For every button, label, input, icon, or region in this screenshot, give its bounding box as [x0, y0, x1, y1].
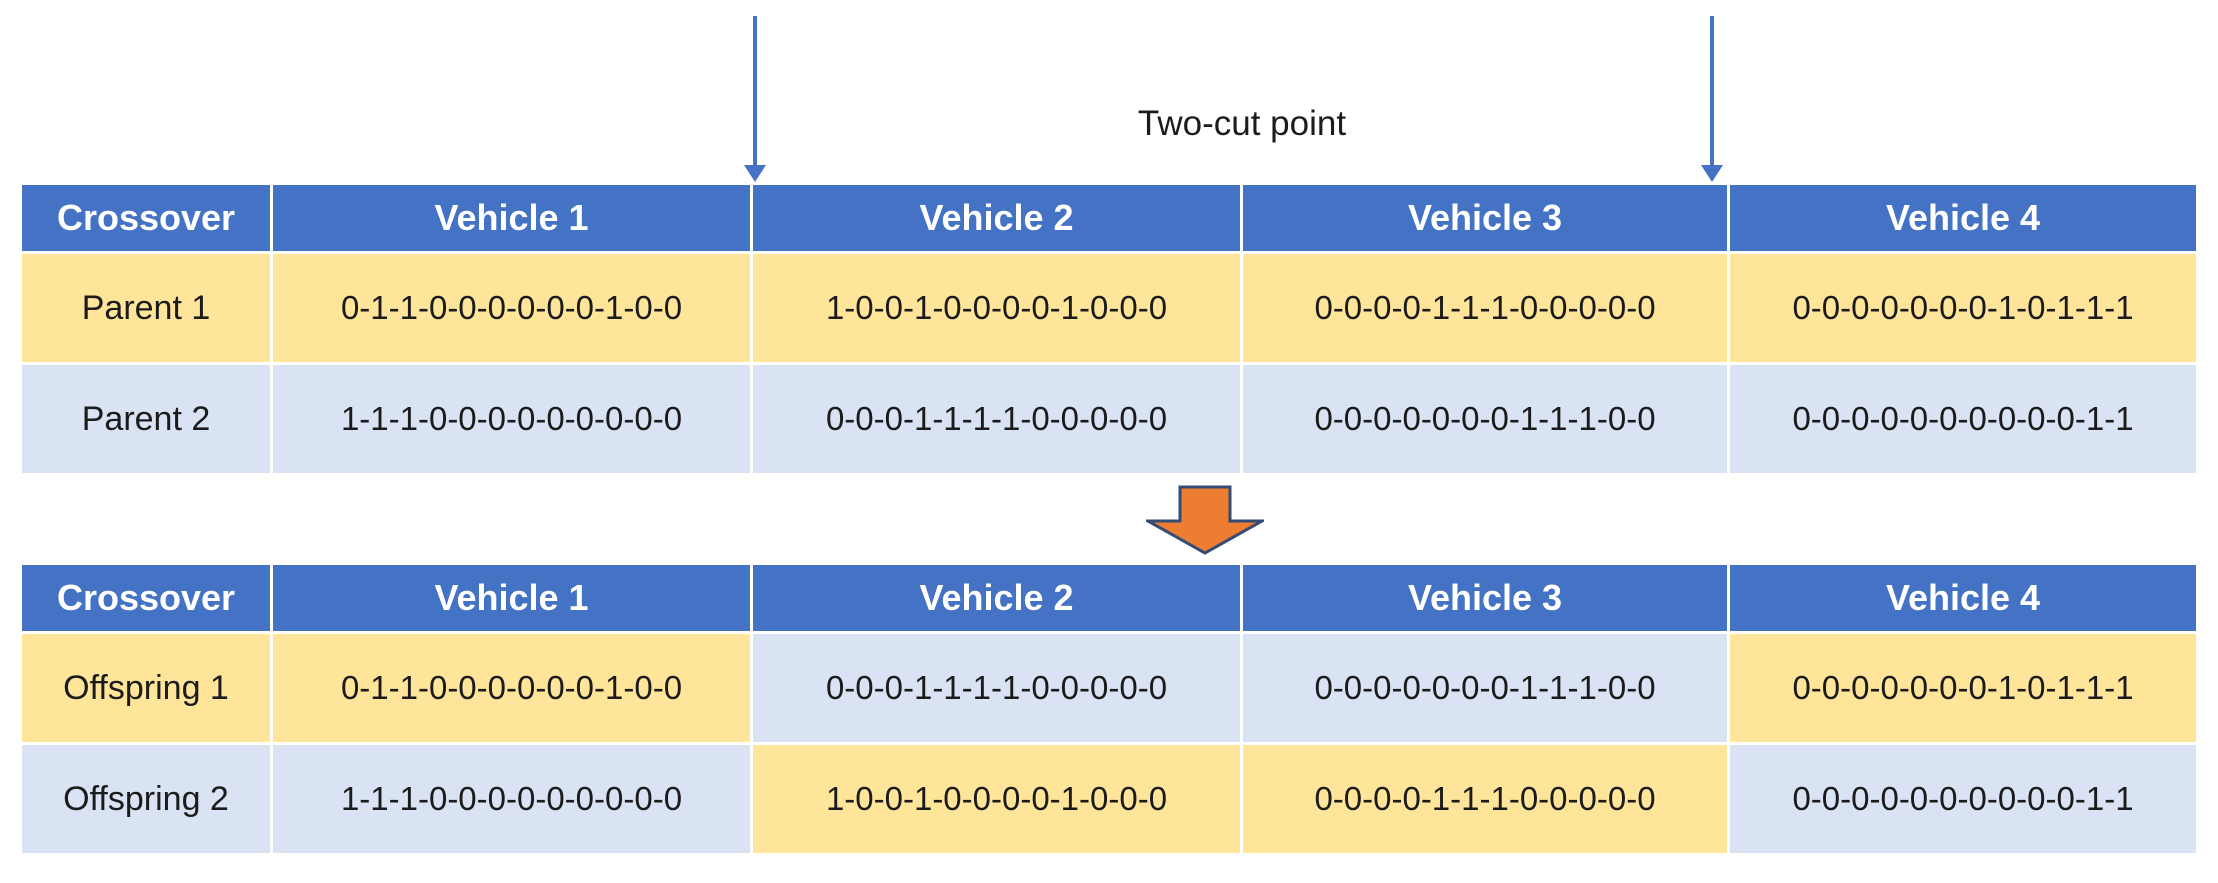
offspring-1-vehicle-4-cell: 0-0-0-0-0-0-0-1-0-1-1-1	[1730, 634, 2196, 742]
cut-point-arrow-right-head	[1701, 165, 1723, 182]
offspring-1-vehicle-3-cell: 0-0-0-0-0-0-0-1-1-1-0-0	[1243, 634, 1727, 742]
cut-point-arrow-right-line	[1710, 16, 1714, 166]
offspring-2-vehicle-1-cell: 1-1-1-0-0-0-0-0-0-0-0-0	[273, 745, 750, 853]
offspring-2-label-cell: Offspring 2	[22, 745, 270, 853]
offspring-1-vehicle-1-cell: 0-1-1-0-0-0-0-0-0-1-0-0	[273, 634, 750, 742]
parents-header-crossover: Crossover	[22, 185, 270, 251]
parents-header-vehicle-4: Vehicle 4	[1730, 185, 2196, 251]
offspring-header-vehicle-2: Vehicle 2	[753, 565, 1240, 631]
parents-header-vehicle-2: Vehicle 2	[753, 185, 1240, 251]
offspring-2-vehicle-2-cell: 1-0-0-1-0-0-0-0-1-0-0-0	[753, 745, 1240, 853]
offspring-2-vehicle-4-cell: 0-0-0-0-0-0-0-0-0-0-1-1	[1730, 745, 2196, 853]
parents-table: Crossover Vehicle 1 Vehicle 2 Vehicle 3 …	[22, 185, 2196, 473]
parent-2-vehicle-3-cell: 0-0-0-0-0-0-0-1-1-1-0-0	[1243, 365, 1727, 473]
offspring-2-vehicle-3-cell: 0-0-0-0-1-1-1-0-0-0-0-0	[1243, 745, 1727, 853]
parent-1-vehicle-3-cell: 0-0-0-0-1-1-1-0-0-0-0-0	[1243, 254, 1727, 362]
cut-point-arrow-left-line	[753, 16, 757, 166]
parent-2-vehicle-1-cell: 1-1-1-0-0-0-0-0-0-0-0-0	[273, 365, 750, 473]
offspring-header-vehicle-4: Vehicle 4	[1730, 565, 2196, 631]
offspring-header-vehicle-3: Vehicle 3	[1243, 565, 1727, 631]
offspring-header-vehicle-1: Vehicle 1	[273, 565, 750, 631]
two-cut-point-label: Two-cut point	[1137, 104, 1347, 143]
parent-2-vehicle-4-cell: 0-0-0-0-0-0-0-0-0-0-1-1	[1730, 365, 2196, 473]
parent-1-vehicle-2-cell: 1-0-0-1-0-0-0-0-1-0-0-0	[753, 254, 1240, 362]
parent-1-vehicle-1-cell: 0-1-1-0-0-0-0-0-0-1-0-0	[273, 254, 750, 362]
parent-2-label-cell: Parent 2	[22, 365, 270, 473]
cut-point-arrow-right-icon	[1701, 16, 1723, 182]
parents-header-vehicle-1: Vehicle 1	[273, 185, 750, 251]
cut-point-arrow-left-head	[744, 165, 766, 182]
parent-1-vehicle-4-cell: 0-0-0-0-0-0-0-1-0-1-1-1	[1730, 254, 2196, 362]
offspring-1-label-cell: Offspring 1	[22, 634, 270, 742]
parent-2-vehicle-2-cell: 0-0-0-1-1-1-1-0-0-0-0-0	[753, 365, 1240, 473]
offspring-table: Crossover Vehicle 1 Vehicle 2 Vehicle 3 …	[22, 565, 2196, 853]
offspring-header-crossover: Crossover	[22, 565, 270, 631]
offspring-1-vehicle-2-cell: 0-0-0-1-1-1-1-0-0-0-0-0	[753, 634, 1240, 742]
parents-header-vehicle-3: Vehicle 3	[1243, 185, 1727, 251]
parent-1-label-cell: Parent 1	[22, 254, 270, 362]
cut-point-arrow-left-icon	[744, 16, 766, 182]
crossover-result-arrow-icon	[1146, 485, 1264, 555]
